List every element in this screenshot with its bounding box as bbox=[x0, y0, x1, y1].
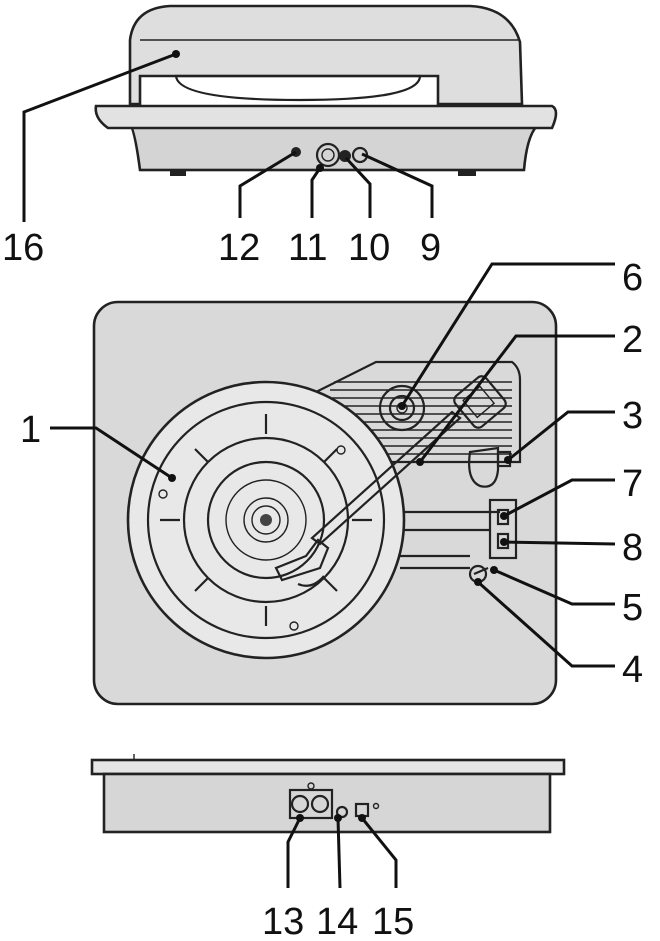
label-12: 12 bbox=[218, 227, 260, 269]
label-9: 9 bbox=[420, 227, 441, 269]
spindle bbox=[260, 514, 272, 526]
front-foot-right bbox=[458, 170, 476, 176]
front-rim bbox=[96, 106, 556, 128]
label-10: 10 bbox=[348, 227, 390, 269]
label-8: 8 bbox=[622, 527, 643, 569]
rear-top-plate bbox=[92, 760, 564, 774]
top-view bbox=[94, 302, 556, 704]
rear-view bbox=[92, 754, 564, 832]
label-16: 16 bbox=[2, 227, 44, 269]
label-14: 14 bbox=[316, 901, 358, 941]
label-4: 4 bbox=[622, 649, 643, 691]
front-platter-edge bbox=[176, 76, 420, 100]
label-6: 6 bbox=[622, 257, 643, 299]
front-view bbox=[96, 6, 556, 176]
label-13: 13 bbox=[262, 901, 304, 941]
label-11: 11 bbox=[288, 227, 327, 269]
label-2: 2 bbox=[622, 319, 643, 361]
front-foot-left bbox=[170, 170, 186, 176]
label-15: 15 bbox=[372, 901, 414, 941]
label-3: 3 bbox=[622, 395, 643, 437]
label-1: 1 bbox=[20, 409, 41, 451]
label-7: 7 bbox=[622, 463, 643, 505]
label-5: 5 bbox=[622, 587, 643, 629]
